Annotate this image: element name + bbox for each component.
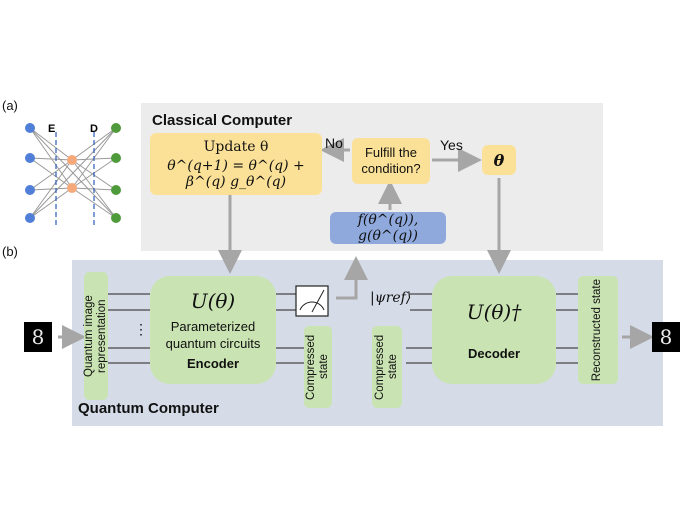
compressed-label-left: Compressed state	[304, 334, 330, 400]
quantum-computer-title: Quantum Computer	[78, 400, 219, 417]
measurement-meter-icon	[295, 285, 329, 317]
condition-box: Fulfill the condition?	[352, 138, 430, 184]
panel-label-a: (a)	[2, 98, 18, 113]
panel-label-b: (b)	[2, 244, 18, 259]
function-box: f(θ^(q)), g(θ^(q))	[330, 212, 446, 244]
representation-label: Quantum image representation	[82, 295, 108, 377]
condition-line-2: condition?	[361, 161, 421, 176]
compressed-state-box-right: Compressed state	[372, 326, 402, 408]
classical-computer-title: Classical Computer	[152, 112, 293, 129]
theta-box: θ	[482, 145, 516, 175]
encoder-label: Encoder	[186, 356, 239, 372]
encoder-unitary: U(θ)	[190, 288, 236, 313]
wire-ellipsis: ⋮	[134, 321, 148, 337]
update-theta-box: Update θ θ^(q+1) = θ^(q) + β^(q) g_θ^(q)	[150, 133, 322, 195]
update-formula: θ^(q+1) = θ^(q) + β^(q) g_θ^(q)	[167, 157, 305, 190]
output-digit-image: 8	[652, 322, 680, 352]
output-node	[111, 213, 121, 223]
encoder-box: U(θ) Parameterized quantum circuits Enco…	[150, 276, 276, 384]
output-node	[111, 185, 121, 195]
measurement-to-function-arrow	[336, 256, 368, 300]
yes-label: Yes	[440, 137, 463, 153]
decoder-label: Decoder	[467, 345, 521, 361]
compressed-label-right: Compressed state	[373, 334, 399, 400]
ref-state-label: |ψref⟩	[370, 290, 412, 306]
condition-line-1: Fulfill the	[364, 144, 418, 160]
input-node	[25, 153, 35, 163]
reconstructed-state-box: Reconstructed state	[578, 276, 618, 384]
decoder-box: U(θ)† Decoder	[432, 276, 556, 384]
encoder-line-2: quantum circuits	[165, 335, 261, 351]
input-node	[25, 123, 35, 133]
representation-box: Quantum image representation	[82, 272, 108, 400]
input-node	[25, 185, 35, 195]
output-node	[111, 153, 121, 163]
reconstructed-label: Reconstructed state	[591, 278, 604, 382]
update-title: Update θ	[203, 138, 269, 155]
latent-node	[67, 155, 77, 165]
no-label: No	[325, 135, 343, 151]
encoder-side-label: E	[48, 123, 55, 135]
decoder-unitary: U(θ)†	[466, 299, 522, 324]
compressed-state-box-left: Compressed state	[304, 326, 332, 408]
output-node	[111, 123, 121, 133]
latent-node	[67, 183, 77, 193]
autoencoder-network-diagram: E D	[25, 123, 121, 228]
input-digit-image: 8	[24, 322, 52, 352]
input-node	[25, 213, 35, 223]
decoder-side-label: D	[90, 123, 98, 135]
encoder-line-1: Parameterized	[170, 318, 256, 334]
